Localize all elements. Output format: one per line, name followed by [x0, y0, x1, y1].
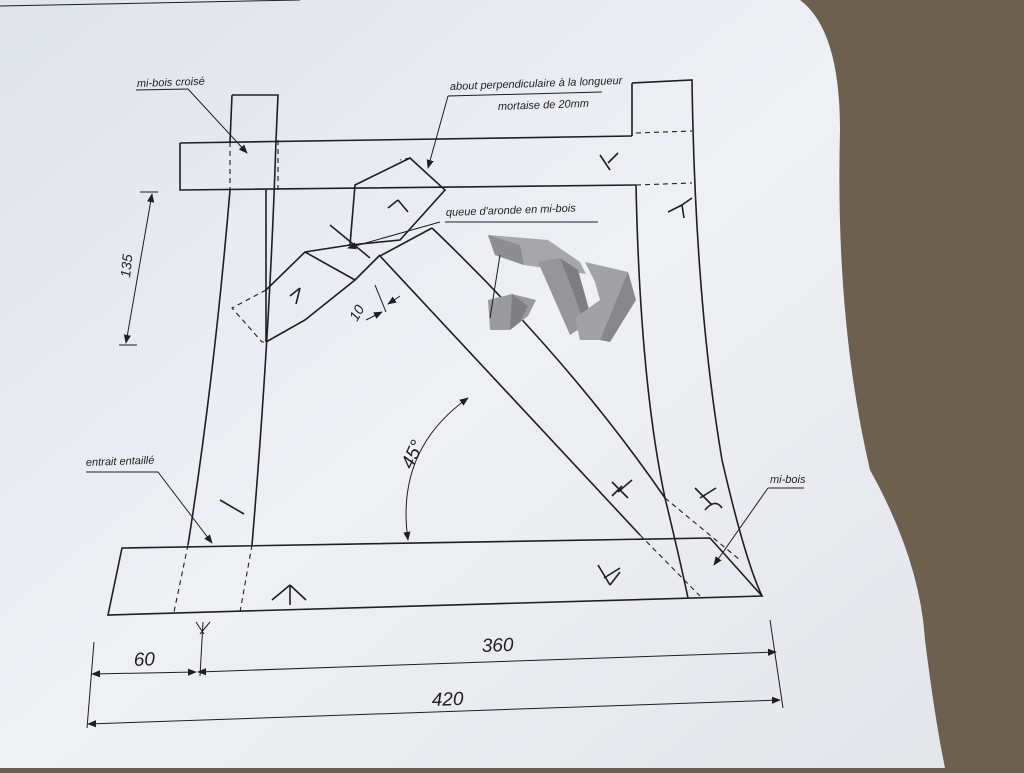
upper-brace-block: [231, 157, 447, 343]
left-post: [173, 94, 279, 613]
render-3d-image: [488, 235, 636, 342]
top-beam: [179, 130, 693, 191]
label-queue-aronde: queue d'aronde en mi-bois: [446, 202, 577, 219]
label-entrait-entaille: entrait entaillé: [86, 455, 155, 469]
dim-360: 360: [481, 635, 514, 657]
dim-135: 135: [117, 253, 135, 278]
paper-edge-line: [0, 0, 301, 7]
main-diagonal-brace: [379, 227, 741, 597]
dimension-lines: [86, 191, 784, 729]
label-mi-bois: mi-bois: [770, 474, 806, 486]
label-mi-bois-croise: mi-bois croisé: [137, 76, 205, 90]
dim-420: 420: [431, 689, 464, 711]
right-post: [631, 79, 763, 599]
dim-10: 10: [346, 302, 368, 324]
dim-60: 60: [133, 649, 155, 671]
bottom-beam: [107, 537, 764, 616]
label-mortaise: mortaise de 20mm: [498, 98, 589, 113]
leader-lines: [86, 88, 804, 566]
paper-sheet: [0, 0, 945, 768]
